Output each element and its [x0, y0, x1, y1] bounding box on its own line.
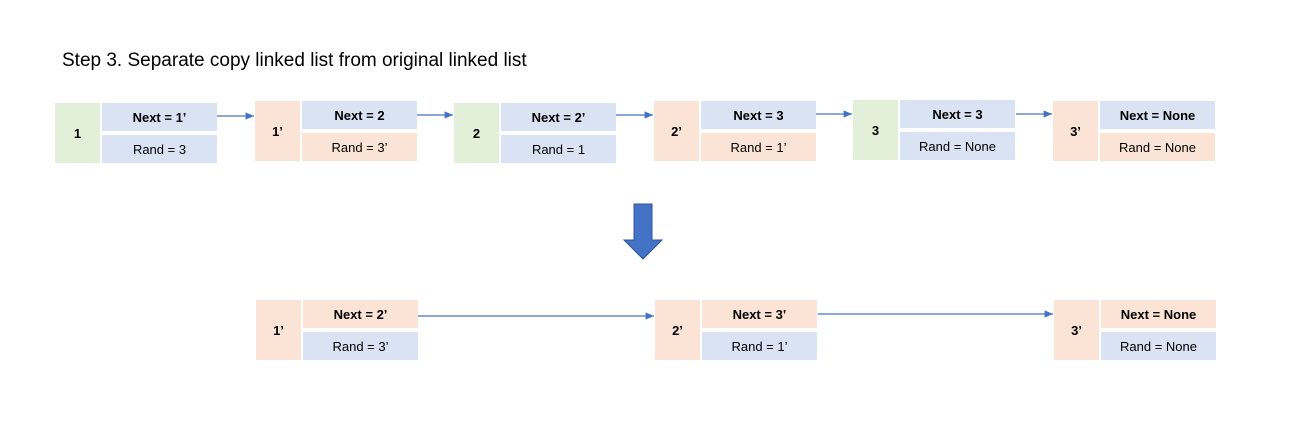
node-id: 2’	[654, 101, 699, 161]
node-id: 3’	[1053, 101, 1098, 161]
node-id: 2’	[655, 300, 700, 360]
node-id: 2	[454, 103, 499, 163]
down-arrow-icon	[622, 203, 664, 260]
rand-field: Rand = 3’	[303, 332, 418, 360]
next-field: Next = 3	[900, 100, 1015, 128]
rand-field: Rand = 3’	[302, 133, 417, 161]
next-field: Next = 1’	[102, 103, 217, 131]
next-field: Next = 2	[302, 101, 417, 129]
rand-field: Rand = 1	[501, 135, 616, 163]
node-id: 1’	[255, 101, 300, 161]
node-id: 3	[853, 100, 898, 160]
rand-field: Rand = None	[1101, 332, 1216, 360]
next-field: Next = 2’	[501, 103, 616, 131]
node-id: 1’	[256, 300, 301, 360]
next-field: Next = 3’	[702, 300, 817, 328]
next-field: Next = None	[1100, 101, 1215, 129]
next-field: Next = None	[1101, 300, 1216, 328]
next-field: Next = 2’	[303, 300, 418, 328]
rand-field: Rand = None	[900, 132, 1015, 160]
rand-field: Rand = 1’	[702, 332, 817, 360]
next-field: Next = 3	[701, 101, 816, 129]
node-id: 3’	[1054, 300, 1099, 360]
diagram-title: Step 3. Separate copy linked list from o…	[62, 50, 527, 71]
node-id: 1	[55, 103, 100, 163]
rand-field: Rand = 3	[102, 135, 217, 163]
rand-field: Rand = None	[1100, 133, 1215, 161]
rand-field: Rand = 1’	[701, 133, 816, 161]
